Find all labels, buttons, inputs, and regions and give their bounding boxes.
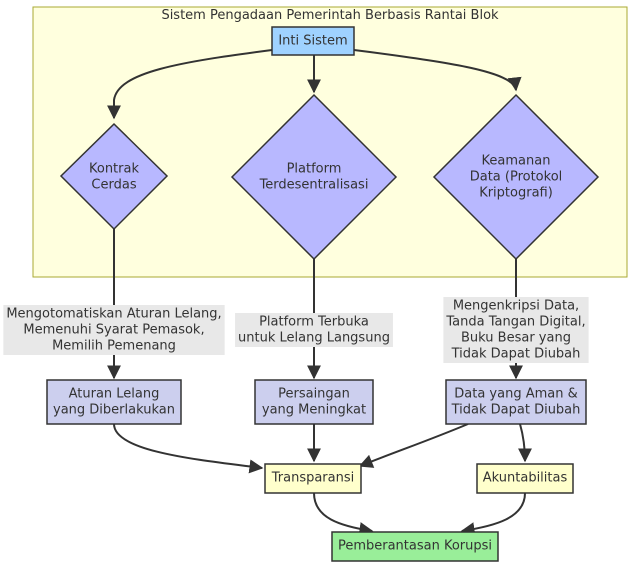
node-anti-corruption[interactable]: Pemberantasan Korupsi xyxy=(331,531,499,562)
text-line: Pemberantasan Korupsi xyxy=(338,539,492,554)
node-core[interactable]: Inti Sistem xyxy=(271,26,355,56)
edge-transparency-anti-corruption xyxy=(313,492,374,536)
node-core-label: Inti Sistem xyxy=(278,34,347,49)
text-line: Kontrak xyxy=(89,162,139,177)
text-line: Mengotomatiskan Aturan Lelang, xyxy=(6,307,221,322)
text-line: Memenuhi Syarat Pemasok, xyxy=(23,323,204,338)
text-line: Transparansi xyxy=(271,471,355,486)
text-line: Data yang Aman & xyxy=(454,387,578,402)
node-transparency[interactable]: Transparansi xyxy=(264,463,362,494)
text-line: Mengenkripsi Data, xyxy=(453,299,579,314)
node-secure-data[interactable]: Data yang Aman &Tidak Dapat Diubah xyxy=(445,379,587,425)
edges xyxy=(107,49,532,537)
edge-label-background xyxy=(443,297,589,363)
edge-core-smart-contract xyxy=(107,49,273,120)
node-transparency-label: Transparansi xyxy=(271,471,355,486)
text-line: Tidak Dapat Diubah xyxy=(451,347,581,362)
node-secure-data-label: Data yang Aman &Tidak Dapat Diubah xyxy=(451,387,581,418)
subgraph-title: Sistem Pengadaan Pemerintah Berbasis Ran… xyxy=(161,8,499,23)
text-line: Keamanan xyxy=(482,154,551,169)
text-line: Tidak Dapat Diubah xyxy=(451,403,581,418)
edge-label-background xyxy=(235,313,393,347)
edge-label-background xyxy=(3,305,225,355)
text-line: Tanda Tangan Digital, xyxy=(445,315,585,330)
text-line: yang Diberlakukan xyxy=(53,403,175,418)
edge-rules-transparency xyxy=(113,423,264,474)
text-line: Terdesentralisasi xyxy=(259,178,369,193)
node-accountability-label: Akuntabilitas xyxy=(483,471,568,486)
edge-label-smart-contract-rules: Mengotomatiskan Aturan Lelang,Memenuhi S… xyxy=(3,305,225,355)
edge-accountability-anti-corruption xyxy=(460,492,526,537)
text-line: Persaingan xyxy=(278,387,350,402)
text-line: Cerdas xyxy=(91,178,136,193)
text-line: Akuntabilitas xyxy=(483,471,568,486)
edge-data-accountability xyxy=(517,423,532,463)
node-anti-corruption-label: Pemberantasan Korupsi xyxy=(338,539,492,554)
edge-label-security-data: Mengenkripsi Data,Tanda Tangan Digital,B… xyxy=(443,297,589,363)
text-line: Data (Protokol xyxy=(470,170,563,185)
text-line: yang Meningkat xyxy=(262,403,366,418)
edge-core-security xyxy=(353,49,522,92)
text-line: Platform xyxy=(287,162,342,177)
edge-data-transparency xyxy=(358,423,469,468)
text-line: Memilih Pemenang xyxy=(52,339,176,354)
edge-labels: Mengotomatiskan Aturan Lelang,Memenuhi S… xyxy=(3,297,589,363)
text-line: untuk Lelang Langsung xyxy=(238,331,390,346)
text-line: Buku Besar yang xyxy=(461,331,571,346)
node-accountability[interactable]: Akuntabilitas xyxy=(476,463,574,494)
text-line: Platform Terbuka xyxy=(259,315,369,330)
text-line: Inti Sistem xyxy=(278,34,347,49)
text-line: Kriptografi) xyxy=(479,186,553,201)
text-line: Aturan Lelang xyxy=(69,387,160,402)
